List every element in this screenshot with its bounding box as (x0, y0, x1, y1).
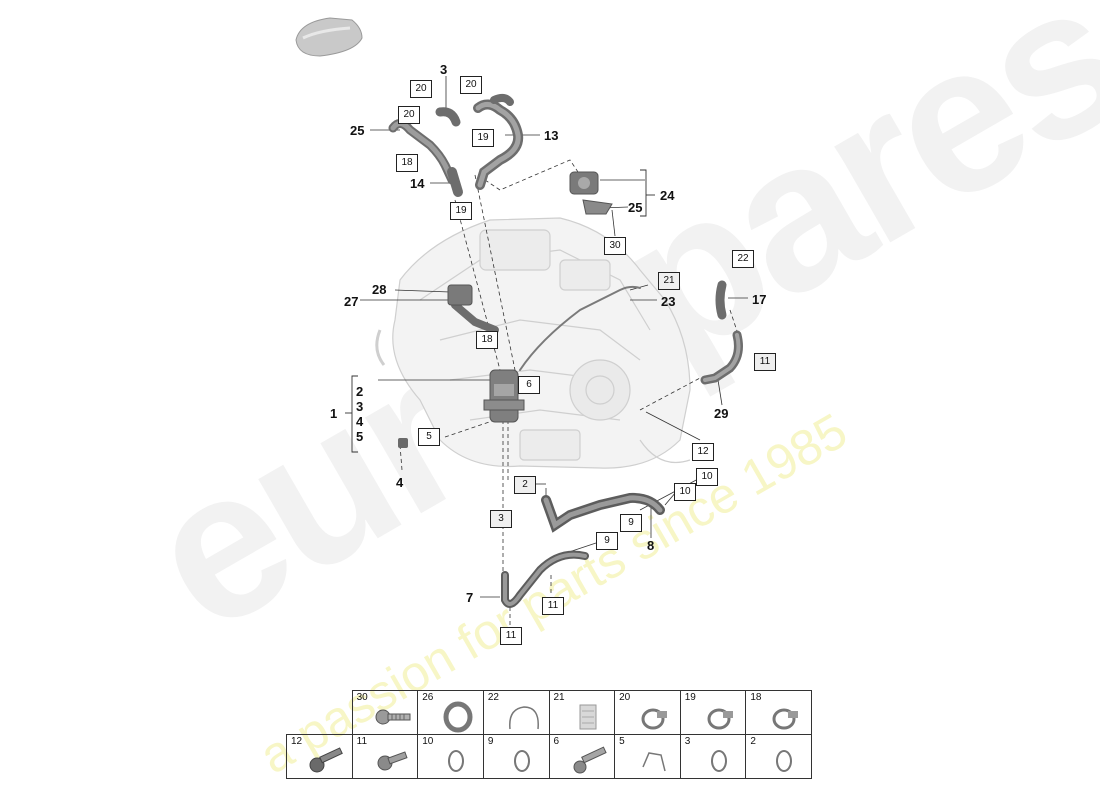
ref-box-6: 6 (518, 376, 540, 394)
parts-cell-6: 6 (548, 734, 616, 779)
parts-cell-22: 22 (482, 690, 550, 735)
callout-13: 13 (544, 128, 559, 143)
hose-15 (435, 107, 461, 127)
callout-16: 25 (350, 123, 365, 138)
spring-clip-icon (508, 706, 539, 730)
ref-box-21: 21 (658, 272, 680, 290)
hose-clamp-icon (641, 708, 668, 730)
ref-box-11: 11 (542, 597, 564, 615)
insulation-pad-icon (579, 704, 596, 730)
callout-15: 3 (440, 62, 448, 77)
table-row: 30 26 22 21 20 19 18 (287, 690, 812, 735)
ref-box-19: 19 (450, 202, 472, 220)
long-bolt-icon (573, 746, 607, 774)
parts-cell-3: 3 (679, 734, 747, 779)
callout-1: 1 (330, 406, 338, 421)
callout-8: 8 (647, 538, 655, 553)
bracket-25 (582, 199, 613, 215)
ref-box-18: 18 (396, 154, 418, 172)
callout-25: 25 (628, 200, 643, 215)
ref-box-12: 12 (692, 443, 714, 461)
ref-box-11: 11 (754, 353, 776, 371)
screw-icon (375, 709, 411, 725)
table-row: 12 11 10 9 6 5 3 2 (286, 734, 812, 779)
hose-14 (447, 167, 463, 197)
ref-box-10: 10 (674, 483, 696, 501)
callout-28: 28 (372, 282, 387, 297)
pump-24 (569, 171, 613, 215)
ref-box-18: 18 (476, 331, 498, 349)
ref-box-2: 2 (514, 476, 536, 494)
ref-box-30: 30 (604, 237, 626, 255)
parts-table: 30 26 22 21 20 19 18 12 11 10 9 (286, 690, 812, 779)
callout-2: 2 (356, 384, 364, 399)
car-icon (295, 17, 363, 57)
ref-box-19: 19 (472, 129, 494, 147)
callout-23: 23 (661, 294, 676, 309)
ref-box-22: 22 (732, 250, 754, 268)
callout-24: 24 (660, 188, 675, 203)
hose-clamp-icon (772, 708, 799, 730)
hose-clamp-icon (707, 708, 733, 730)
parts-cell-12: 12 (286, 734, 353, 779)
ref-box-10: 10 (696, 468, 718, 486)
parts-cell-20: 20 (614, 690, 681, 735)
ref-box-11: 11 (500, 627, 522, 645)
group-bracket-1 (351, 375, 358, 453)
ref-box-5: 5 (418, 428, 440, 446)
callout-4-group: 4 (356, 414, 364, 429)
group-bracket-24 (640, 169, 647, 217)
sensor-4 (398, 438, 408, 448)
parts-cell-30: 30 (351, 690, 419, 735)
callout-29: 29 (714, 406, 729, 421)
parts-cell-9: 9 (482, 734, 550, 779)
pipe-23 (519, 285, 641, 371)
parts-cell-26: 26 (417, 690, 484, 735)
parts-cell-10: 10 (417, 734, 484, 779)
flange-bolt-icon (309, 747, 343, 773)
parts-cell-5: 5 (614, 734, 681, 779)
ref-box-20: 20 (460, 76, 482, 94)
retaining-clip-icon (642, 752, 666, 772)
callout-7: 7 (466, 590, 474, 605)
callout-14: 14 (410, 176, 425, 191)
pipe-28 (447, 284, 473, 306)
callout-17: 17 (752, 292, 767, 307)
ref-box-9: 9 (596, 532, 618, 550)
ref-box-3: 3 (490, 510, 512, 528)
parts-cell-18: 18 (745, 690, 812, 735)
o-ring-icon (513, 750, 530, 772)
callout-5: 5 (356, 429, 364, 444)
o-ring-icon (448, 750, 465, 772)
callout-3: 3 (356, 399, 364, 414)
seal-ring-icon (443, 701, 473, 733)
parts-cell-2: 2 (745, 734, 812, 779)
callout-4: 4 (396, 475, 404, 490)
hose-27 (451, 301, 499, 334)
parts-cell-11: 11 (351, 734, 419, 779)
callout-27: 27 (344, 294, 359, 309)
leader-dashes (399, 159, 741, 625)
ref-box-20: 20 (410, 80, 432, 98)
parts-cell-21: 21 (548, 690, 616, 735)
parts-cell-19: 19 (679, 690, 747, 735)
thermostat-housing (483, 369, 525, 423)
o-ring-icon (710, 750, 727, 772)
ref-box-20: 20 (398, 106, 420, 124)
hose-17 (715, 280, 727, 320)
ref-box-9: 9 (620, 514, 642, 532)
bolt-icon (377, 751, 408, 771)
o-ring-icon (776, 750, 793, 772)
